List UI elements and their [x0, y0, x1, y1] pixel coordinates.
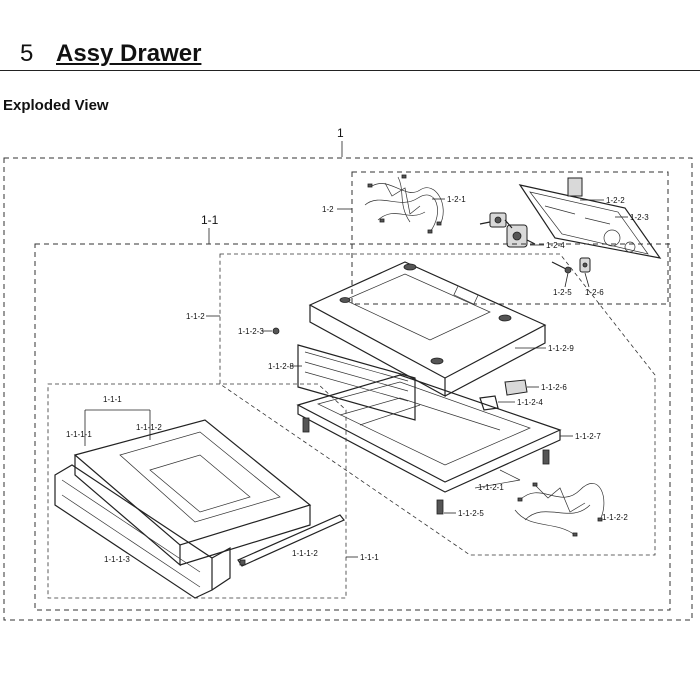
- slide-rail-1-1-1-2: [237, 514, 345, 567]
- wire-harness-1-2-1: [364, 174, 444, 234]
- wire-harness-1-1-2-2: [514, 482, 605, 537]
- drawer-front-panel-1-1-1-3: [54, 464, 231, 599]
- callout-1-1-1-1: 1-1-1-1: [66, 430, 92, 439]
- group-1-1-2-boundary: [219, 253, 656, 556]
- exploded-view-subtitle: Exploded View: [3, 97, 109, 114]
- top-cover-1-1-2-9: [308, 261, 547, 398]
- igniter-1-2-5: [551, 261, 572, 274]
- screw-1-1-2-3: [272, 327, 280, 335]
- section-number: 5: [20, 40, 34, 67]
- callout-1-1-2-9: 1-1-2-9: [548, 344, 574, 353]
- gas-valve-1-2-4: [479, 212, 536, 248]
- leader-1-2-6: [584, 272, 590, 288]
- callout-1-2-1: 1-2-1: [447, 195, 466, 204]
- callout-1-1: 1-1: [201, 213, 219, 227]
- sensor-1-2-6: [579, 257, 591, 273]
- drawer-body-1-1-1-1: [73, 419, 312, 567]
- callout-1-2-4: 1-2-4: [546, 241, 565, 250]
- callout-1-2-3: 1-2-3: [630, 213, 649, 222]
- assembly-1-boundary: [3, 157, 693, 621]
- callout-1-1-2-3: 1-1-2-3: [238, 327, 264, 336]
- leveling-leg-1-1-2-5: [302, 417, 550, 515]
- clip-1-1-2-4: [479, 395, 499, 411]
- group-1-1-1-boundary: [47, 383, 347, 599]
- callout-assembly-1: 1: [337, 126, 344, 140]
- heading-rule: [0, 70, 700, 71]
- callout-1-1-2-6: 1-1-2-6: [541, 383, 567, 392]
- callout-1-2-2: 1-2-2: [606, 196, 625, 205]
- callout-1-1-1-main: 1-1-1: [103, 395, 122, 404]
- callout-1-1-1-2b: 1-1-1-2: [292, 549, 318, 558]
- callout-1-1-2-5: 1-1-2-5: [458, 509, 484, 518]
- callout-1-1-2-1: 1-1-2-1: [478, 483, 504, 492]
- group-1-2-boundary: [351, 171, 669, 305]
- base-tray-1-1-2-7: [296, 374, 562, 493]
- callout-1-1-2-7: 1-1-2-7: [575, 432, 601, 441]
- group-1-1-boundary: [34, 243, 671, 611]
- callout-1-1-2-8: 1-1-2-8: [268, 362, 294, 371]
- callout-1-1-2-2: 1-1-2-2: [602, 513, 628, 522]
- section-title: Assy Drawer: [56, 40, 202, 67]
- leader-1-2-5: [564, 272, 569, 288]
- callout-1-2: 1-2: [322, 205, 334, 214]
- bracket-1-1-2-6: [504, 379, 528, 396]
- callout-1-2-5: 1-2-5: [553, 288, 572, 297]
- callout-1-1-1-3: 1-1-1-3: [104, 555, 130, 564]
- wire-harness-1-1-2-1: [474, 469, 521, 489]
- callout-1-1-1-group: 1-1-1: [360, 553, 379, 562]
- callout-1-1-2: 1-1-2: [186, 312, 205, 321]
- section-heading: 5 Assy Drawer: [0, 40, 700, 72]
- callout-1-2-6: 1-2-6: [585, 288, 604, 297]
- callout-1-1-2-4: 1-1-2-4: [517, 398, 543, 407]
- callout-1-1-1-2: 1-1-1-2: [136, 423, 162, 432]
- rear-panel-1-1-2-8: [297, 344, 416, 421]
